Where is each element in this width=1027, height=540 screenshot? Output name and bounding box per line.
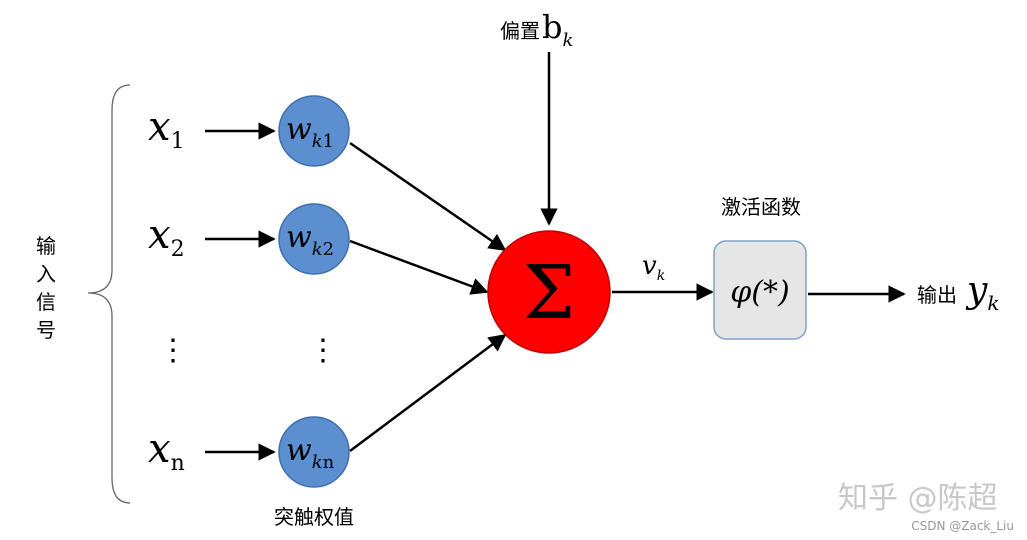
input-brace [87,84,131,504]
weight-base: w [286,220,312,255]
weight-label: wkn [286,433,335,473]
activation-node: φ(*) [713,240,807,340]
weight-ellipsis: ⋮ [308,333,338,368]
input-base: x [148,104,171,150]
activation-label: 激活函数 [721,195,801,219]
net-input-base: v [642,251,657,281]
output-label: 输出 yk [917,270,999,315]
weight-sub-k: k [312,239,323,260]
watermark-zhihu: 知乎 @陈超 [838,481,998,516]
weight-sub: 2 [323,239,334,260]
bias-sub: k [562,30,573,51]
input-sub: 2 [171,237,185,262]
weight-sub-k: k [312,452,323,473]
input-sub: 1 [171,129,185,154]
weight-sub: n [323,452,335,473]
input-x1: x1 [148,104,185,154]
arrow-w2-to-sum [349,239,489,295]
arrow-wn-to-sum [349,333,507,453]
summation-symbol: Σ [523,250,575,336]
summation-node: Σ [487,230,611,354]
weight-sub-k: k [312,131,323,152]
net-input-sub: k [657,268,665,284]
input-signal-char: 入 [36,262,56,286]
input-signal-char: 号 [36,318,56,342]
input-base: x [148,426,171,472]
input-ellipsis: ⋮ [158,333,188,368]
input-x2: x2 [148,212,185,262]
input-signal-char: 信 [36,290,56,314]
weight-node-1: wk1 [278,95,350,167]
activation-symbol: φ(*) [730,275,789,310]
weight-circle [278,95,350,167]
watermark-csdn: CSDN @Zack_Liu [911,519,1014,533]
weight-circle [278,416,350,488]
input-sub: n [171,451,185,476]
input-xn: xn [148,426,185,476]
weight-label: wk1 [286,112,334,152]
bias-text: 偏置 [500,19,540,43]
weight-sub: 1 [323,131,334,152]
output-symbol: y [965,270,988,311]
activation-box [713,240,807,340]
synapse-weight-label: 突触权值 [274,505,354,529]
weight-base: w [286,112,312,147]
weight-circle [278,203,350,275]
weight-base: w [286,433,312,468]
weight-node-n: wkn [278,416,350,488]
weight-node-2: wk2 [278,203,350,275]
weight-label: wk2 [286,220,334,260]
input-signal-char: 输 [36,234,56,258]
bias-label: 偏置bk [500,8,573,51]
bias-symbol: b [542,8,562,46]
arrow-w1-to-sum [349,141,507,252]
net-input-label: vk [642,251,665,284]
output-sub: k [987,291,999,315]
input-signal-label: 输 入 信 号 [36,234,56,342]
input-base: x [148,212,171,258]
output-text: 输出 [917,283,957,307]
summation-circle [487,230,611,354]
